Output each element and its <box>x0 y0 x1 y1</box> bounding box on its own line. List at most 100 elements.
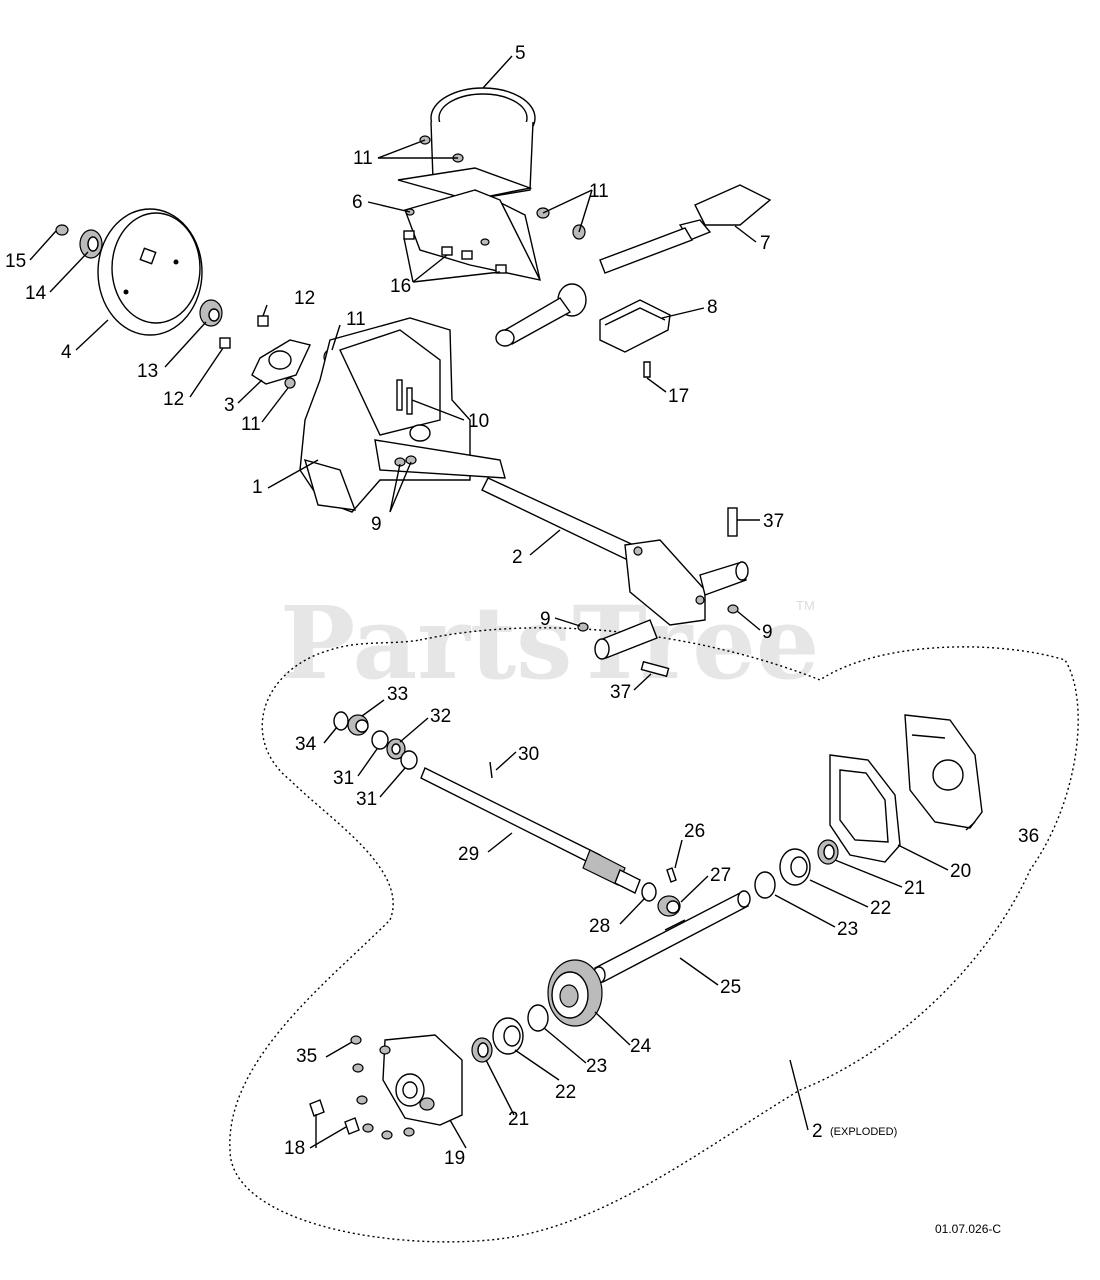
leader-lines <box>29 55 976 1149</box>
gearbox-half-36-part <box>904 714 983 829</box>
callout-label: 4 <box>61 342 72 363</box>
callout-label: 23 <box>837 919 858 940</box>
washer-23-part-right <box>754 871 776 899</box>
nut-9-parts-housing <box>394 455 417 467</box>
watermark-trademark: TM <box>796 598 815 613</box>
callout-label: 22 <box>870 898 891 919</box>
callout-label: 26 <box>684 821 705 842</box>
bearing-14-part <box>79 229 103 259</box>
pin-26-part <box>666 867 677 883</box>
callout-label: 9 <box>762 622 773 643</box>
callout-label: 31 <box>333 768 354 789</box>
callout-label: 11 <box>241 414 261 435</box>
callout-label: 2 <box>512 547 523 568</box>
worm-gear-24-part <box>547 959 603 1027</box>
callout-label: 11 <box>589 181 609 202</box>
callout-label: 20 <box>950 861 971 882</box>
callout-label: 15 <box>5 251 26 272</box>
chute-crank-part <box>495 184 772 347</box>
auger-gearbox-assembly-part <box>481 477 749 660</box>
gearbox-half-19-part <box>382 1034 463 1126</box>
callout-label: 24 <box>630 1036 652 1057</box>
callout-label: 16 <box>390 276 411 297</box>
watermark-text: PartsTree <box>280 584 820 702</box>
callout-label: 29 <box>458 844 479 865</box>
seal-21-part-left <box>471 1037 493 1063</box>
exploded-callout-number: 2 <box>812 1121 823 1142</box>
callout-label: 30 <box>518 744 539 765</box>
bearing-32-part <box>386 738 406 760</box>
callout-label: 9 <box>371 514 382 535</box>
bushing-22-part-left <box>492 1017 524 1055</box>
callout-label: 22 <box>555 1082 576 1103</box>
chute-bracket-part <box>404 189 541 281</box>
key-30-part <box>489 761 493 779</box>
callout-labels: 5 11 11 6 7 16 8 17 15 14 4 13 12 12 3 1… <box>5 43 1039 1236</box>
callout-label: 8 <box>707 297 718 318</box>
chute-part <box>397 87 536 201</box>
auger-housing-part <box>299 317 506 513</box>
screw-35-parts <box>350 1035 415 1140</box>
callout-label: 32 <box>430 706 451 727</box>
callout-label: 14 <box>25 283 47 304</box>
crank-bracket-part <box>599 299 671 353</box>
callout-label: 13 <box>137 361 158 382</box>
washer-34-part <box>333 711 349 731</box>
callout-label: 3 <box>224 395 235 416</box>
bushing-27-part <box>657 895 681 917</box>
washer-31-part-b <box>400 750 418 770</box>
nut-9-part-left <box>577 622 589 632</box>
callout-label: 5 <box>515 43 526 64</box>
callout-label: 25 <box>720 977 741 998</box>
callout-label: 21 <box>904 878 925 899</box>
callout-label: 12 <box>294 288 315 309</box>
callout-label: 17 <box>668 386 689 407</box>
bolt-12-part-a <box>257 315 269 327</box>
axle-25-part <box>592 890 751 984</box>
callout-label: 11 <box>353 148 373 169</box>
callout-label: 28 <box>589 916 610 937</box>
plug-18-parts <box>309 1099 360 1135</box>
bolt-12-part-b <box>219 337 231 349</box>
callout-label: 37 <box>763 511 784 532</box>
screw-17-part <box>643 361 651 378</box>
washer-28-part <box>641 882 657 902</box>
callout-label: 36 <box>1018 826 1039 847</box>
exploded-callout-note: (EXPLODED) <box>830 1126 897 1138</box>
callout-label: 35 <box>296 1046 317 1067</box>
nut-15-part <box>55 224 69 236</box>
callout-label: 6 <box>352 192 363 213</box>
nut-9-part-right <box>727 604 739 614</box>
callout-label: 34 <box>295 734 317 755</box>
bolt-37-part-b <box>640 660 670 678</box>
seal-21-part-right <box>817 839 839 865</box>
callout-label: 23 <box>586 1056 607 1077</box>
callout-label: 33 <box>387 684 408 705</box>
callout-label: 31 <box>356 789 377 810</box>
flange-plate-part <box>251 339 311 385</box>
callout-label: 1 <box>252 477 263 498</box>
bushing-33-part <box>347 714 369 736</box>
callout-label: 19 <box>444 1148 465 1169</box>
figure-code: 01.07.026-C <box>935 1222 1001 1236</box>
callout-label: 11 <box>346 309 366 330</box>
bolt-10-parts <box>396 379 413 415</box>
callout-label: 9 <box>540 609 551 630</box>
bearing-13-part <box>199 299 223 327</box>
washer-31-part-a <box>371 730 389 750</box>
callout-label: 12 <box>163 389 184 410</box>
nut-11-part-b <box>284 377 296 389</box>
callout-label: 10 <box>468 411 489 432</box>
callout-label: 18 <box>284 1138 305 1159</box>
pulley-part <box>97 208 203 336</box>
washer-23-part-left <box>527 1004 549 1032</box>
callout-label: 37 <box>610 682 631 703</box>
gasket-20-part <box>829 754 901 863</box>
bushing-22-part-right <box>779 848 811 886</box>
callout-label: 27 <box>710 865 731 886</box>
worm-shaft-part <box>420 767 641 894</box>
bolt-37-part-a <box>727 507 738 537</box>
callout-label: 21 <box>508 1109 529 1130</box>
callout-label: 7 <box>760 233 771 254</box>
